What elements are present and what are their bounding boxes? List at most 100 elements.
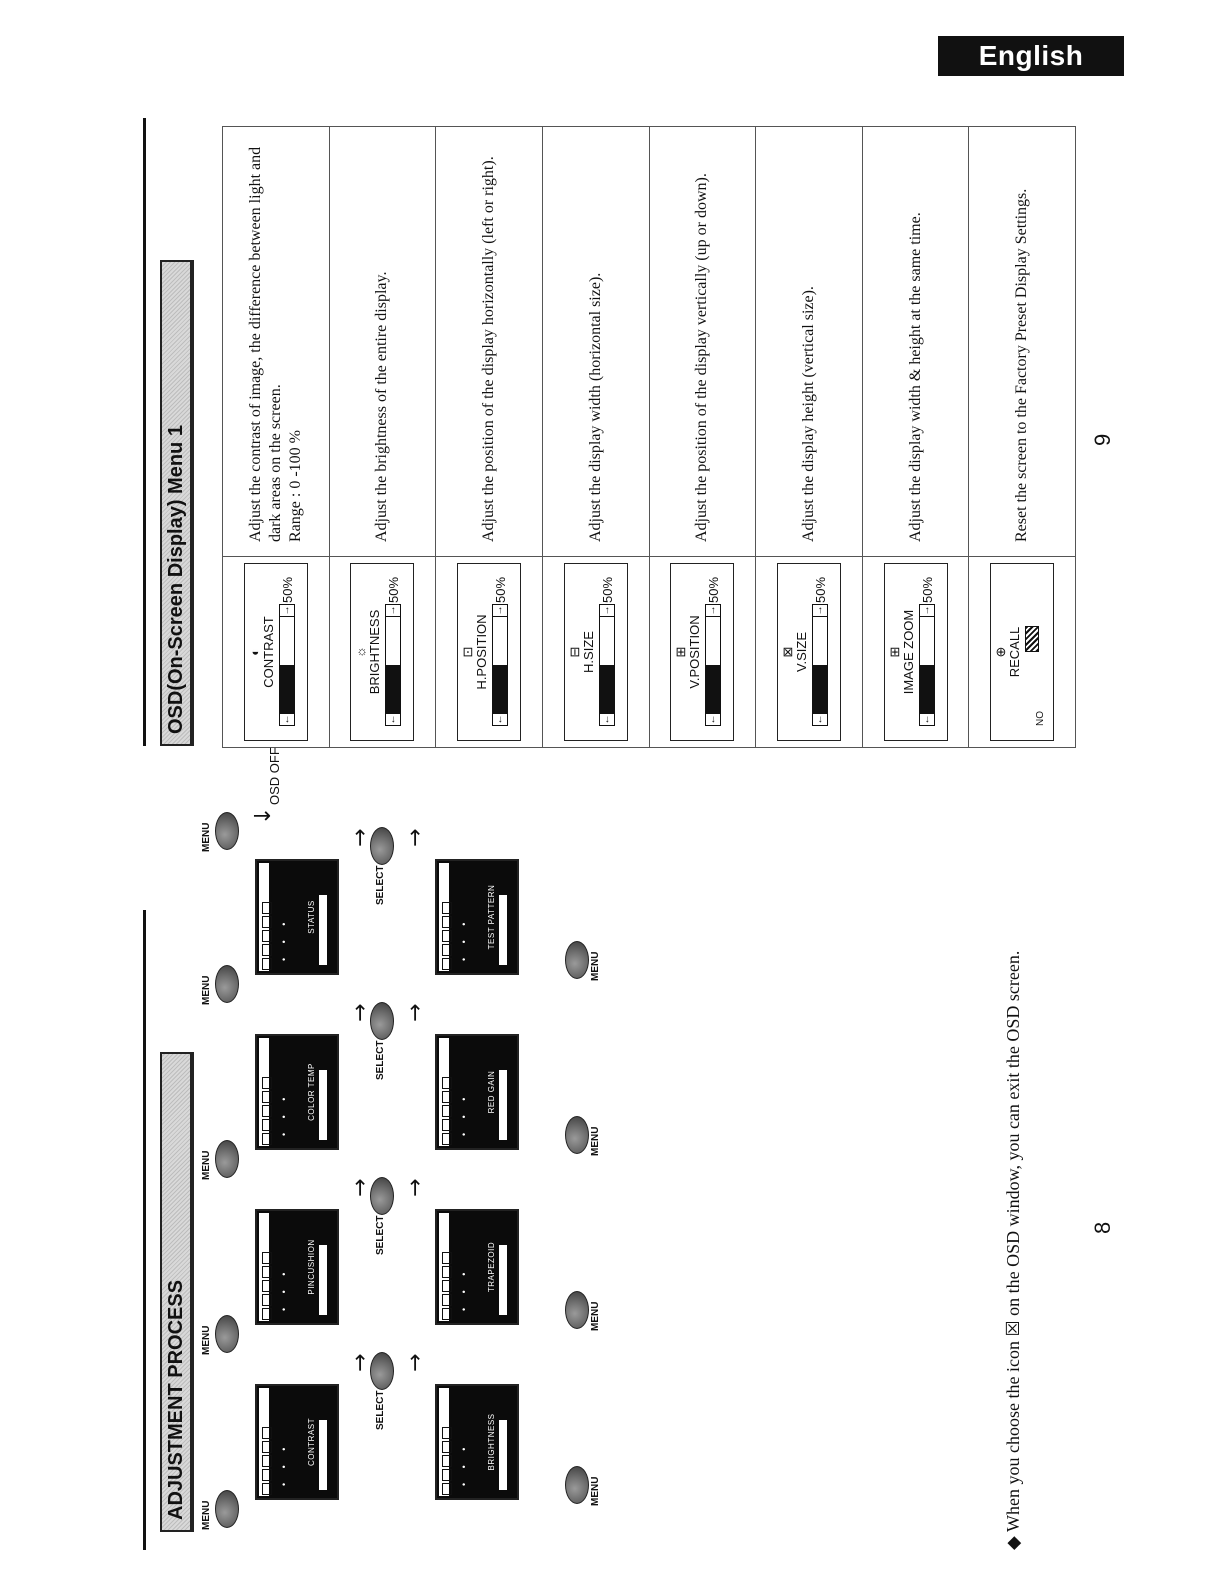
select-button[interactable] xyxy=(370,1352,394,1390)
menu-button-label: MENU xyxy=(201,1325,212,1355)
adjustment-diagram: • • • CONTRAST SELECT→→ • • • BRIGHTNESS… xyxy=(201,660,615,1540)
osd-slider: ← → xyxy=(918,604,935,726)
menu-button[interactable] xyxy=(565,1466,589,1504)
decrease-arrow-icon: ← xyxy=(706,713,721,725)
menu-button-label: MENU xyxy=(590,1476,601,1506)
osd-screen-icons: • • • xyxy=(459,1441,469,1486)
osd-item-icon: ⊞ xyxy=(673,646,689,658)
exit-note: ◆ When you choose the icon ☒ on the OSD … xyxy=(1000,930,1026,1550)
osd-screen-icons: • • • xyxy=(459,1266,469,1311)
menu-button[interactable] xyxy=(565,941,589,979)
menu-button-label: MENU xyxy=(201,975,212,1005)
menu-button-label: MENU xyxy=(201,1150,212,1180)
menu-button[interactable] xyxy=(215,812,239,850)
select-button-label: SELECT xyxy=(375,1040,386,1080)
osd-row-description: Adjust the position of the display verti… xyxy=(649,126,756,557)
osd-screen-label: TEST PATTERN xyxy=(487,884,496,950)
select-button[interactable] xyxy=(370,1177,394,1215)
right-arrow-icon: → xyxy=(403,1003,428,1022)
osd-row-description: Reset the screen to the Factory Preset D… xyxy=(968,126,1076,557)
osd-slider-fill xyxy=(706,665,721,713)
osd-screen: • • • PINCUSHION xyxy=(255,1209,339,1325)
osd-screen-label: PINCUSHION xyxy=(307,1239,316,1295)
osd-item-icon: ⊡ xyxy=(460,646,476,658)
adjustment-process-heading: ADJUSTMENT PROCESS xyxy=(160,1052,194,1532)
menu-button[interactable] xyxy=(215,965,239,1003)
checkered-icon xyxy=(1025,626,1040,652)
menu-button[interactable] xyxy=(215,1490,239,1528)
osd-screen-icons: • • • xyxy=(279,916,289,961)
osd-screen-label: BRIGHTNESS xyxy=(487,1413,496,1471)
osd-slider: ← → xyxy=(705,604,722,726)
osd-screen-bar xyxy=(319,1245,327,1315)
page-number-left: 8 xyxy=(1090,1221,1115,1234)
select-button[interactable] xyxy=(370,827,394,865)
osd-description-text: Adjust the display height (vertical size… xyxy=(799,286,817,542)
osd-description-text: Reset the screen to the Factory Preset D… xyxy=(1013,188,1031,542)
osd-description-extra: Range : 0 -100 % xyxy=(286,430,304,542)
osd-screen-toolbar xyxy=(439,1038,452,1146)
osd-screen-bar xyxy=(319,895,327,965)
osd-row-panel-cell: ⊞ IMAGE ZOOM ← → 50% xyxy=(862,556,969,748)
osd-screen-icons: • • • xyxy=(279,1441,289,1486)
menu-button-label: MENU xyxy=(201,822,212,852)
select-button-label: SELECT xyxy=(375,865,386,905)
select-button-label: SELECT xyxy=(375,1390,386,1430)
language-tab: English xyxy=(938,36,1124,76)
osd-screen-icons: • • • xyxy=(459,1091,469,1136)
osd-row-description: Adjust the display height (vertical size… xyxy=(755,126,863,557)
osd-screen-toolbar xyxy=(259,1388,272,1496)
osd-screen: • • • TEST PATTERN xyxy=(435,859,519,975)
osd-screen: • • • BRIGHTNESS xyxy=(435,1384,519,1500)
osd-row: ⊡ H.POSITION ← → 50%Adjust the position … xyxy=(435,126,543,748)
osd-panel: ⊠ V.SIZE ← → 50% xyxy=(776,563,841,741)
select-button[interactable] xyxy=(370,1002,394,1040)
osd-screen-bar xyxy=(499,1070,507,1140)
osd-screen-bar xyxy=(319,1070,327,1140)
page-number-right: 9 xyxy=(1090,433,1115,446)
osd-percent: 50% xyxy=(493,576,509,603)
osd-percent: 50% xyxy=(919,576,935,603)
osd-panel: ⊞ IMAGE ZOOM ← → 50% xyxy=(883,563,948,741)
menu-button[interactable] xyxy=(565,1116,589,1154)
osd-item-icon: ⊞ xyxy=(886,646,902,658)
menu-button[interactable] xyxy=(565,1291,589,1329)
osd-screen-toolbar xyxy=(259,1038,272,1146)
osd-panel: ⊞ V.POSITION ← → 50% xyxy=(670,563,735,741)
osd-screen-bar xyxy=(499,1420,507,1490)
bullet-icon: ◆ xyxy=(1003,1536,1023,1550)
osd-screen-toolbar xyxy=(259,863,272,971)
right-arrow-icon: → xyxy=(403,828,428,847)
osd-slider-fill xyxy=(812,665,827,713)
osd-screen: • • • COLOR TEMP xyxy=(255,1034,339,1150)
osd-table-wrap: ◐ CONTRAST ← → 50%Adjust the contrast of… xyxy=(222,126,1076,748)
osd-row: ⊞ IMAGE ZOOM ← → 50%Adjust the display w… xyxy=(862,126,969,748)
osd-screen-icons: • • • xyxy=(279,1091,289,1136)
osd-percent: 50% xyxy=(279,576,295,603)
menu-button-label: MENU xyxy=(590,1301,601,1331)
osd-row-description: Adjust the contrast of image, the differ… xyxy=(222,126,330,557)
osd-row: ☼ BRIGHTNESS ← → 50%Adjust the brightnes… xyxy=(329,126,436,748)
osd-menu-heading: OSD(On-Screen Display) Menu 1 xyxy=(160,260,194,746)
osd-no-option: NO xyxy=(1035,711,1047,726)
increase-arrow-icon: → xyxy=(919,605,934,617)
osd-slider-fill xyxy=(919,665,934,713)
osd-screen: • • • TRAPEZOID xyxy=(435,1209,519,1325)
osd-screen: • • • STATUS xyxy=(255,859,339,975)
osd-percent: 50% xyxy=(599,576,615,603)
osd-row-panel-cell: ⊠ V.SIZE ← → 50% xyxy=(755,556,863,748)
menu-button[interactable] xyxy=(215,1315,239,1353)
osd-screen-toolbar xyxy=(259,1213,272,1321)
right-page-rule xyxy=(143,118,146,746)
increase-arrow-icon: → xyxy=(386,605,401,617)
osd-item-icon: ⊕ xyxy=(993,646,1009,658)
osd-row-description: Adjust the brightness of the entire disp… xyxy=(329,126,436,557)
increase-arrow-icon: → xyxy=(812,605,827,617)
osd-description-text: Adjust the position of the display verti… xyxy=(693,173,711,542)
increase-arrow-icon: → xyxy=(493,605,508,617)
menu-button[interactable] xyxy=(215,1140,239,1178)
osd-row: ⊞ V.POSITION ← → 50% Adjust the position … xyxy=(649,126,756,748)
